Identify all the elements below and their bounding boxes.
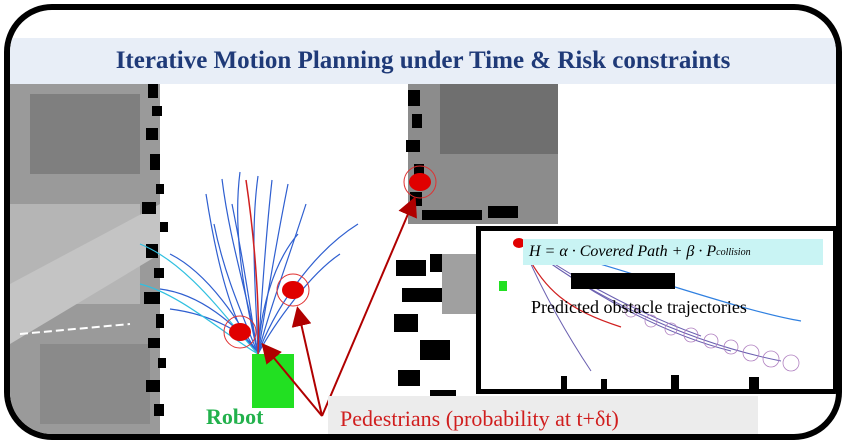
pedestrian-2 xyxy=(276,273,310,307)
robot-label: Robot xyxy=(206,404,264,429)
occupancy-map xyxy=(10,84,558,434)
pedestrian-3 xyxy=(403,165,437,199)
candidate-trajectories xyxy=(159,171,359,355)
redaction-box xyxy=(571,273,675,289)
inset-caption: Predicted obstacle trajectories xyxy=(531,297,747,317)
pedestrians-caption-box: Pedestrians (probability at t+δt) xyxy=(328,396,758,434)
selected-trajectory xyxy=(245,179,260,355)
cost-formula-subscript: collision xyxy=(716,246,751,258)
slide-title: Iterative Motion Planning under Time & R… xyxy=(115,47,731,74)
slide-frame: Iterative Motion Planning under Time & R… xyxy=(4,4,842,440)
robot-marker xyxy=(252,354,294,408)
pedestrians-label: Pedestrians (probability at t+δt) xyxy=(340,406,619,431)
cost-formula-main: H = α · Covered Path + β · P xyxy=(529,243,717,260)
pedestrian-1 xyxy=(223,315,257,349)
title-bar: Iterative Motion Planning under Time & R… xyxy=(10,38,836,84)
pedestrian-arrows xyxy=(261,196,417,417)
